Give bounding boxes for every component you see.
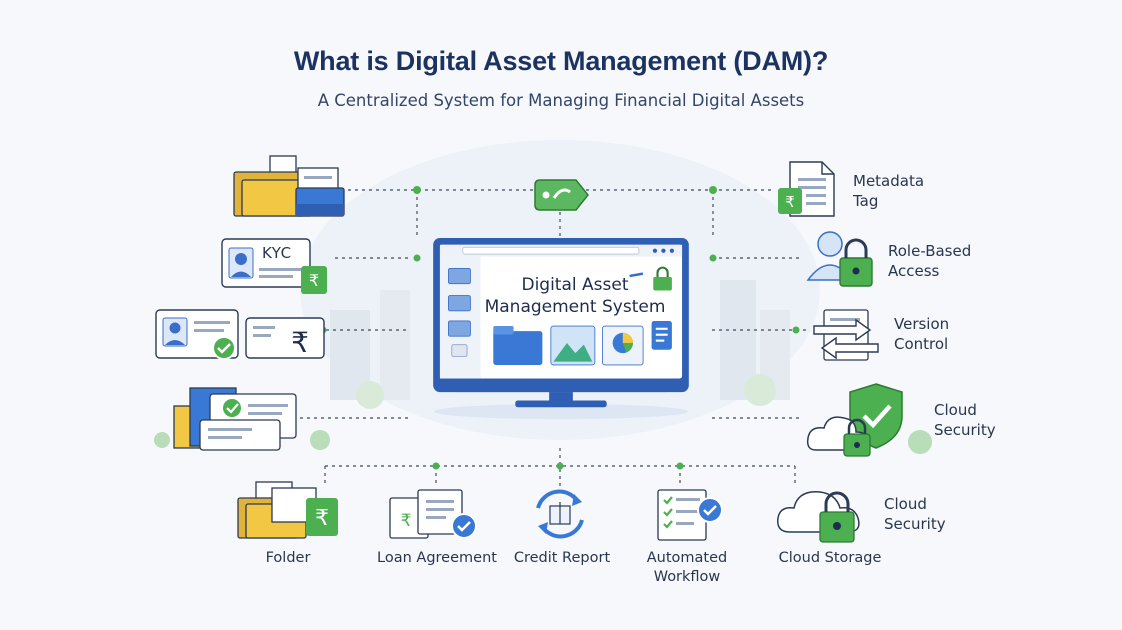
- user-lock-icon: [806, 231, 873, 287]
- rupee-folder-icon: ₹: [237, 481, 338, 539]
- tag-icon: [534, 179, 589, 211]
- svg-text:₹: ₹: [785, 193, 795, 211]
- checklist-icon: [657, 489, 723, 541]
- svg-text:₹: ₹: [291, 326, 309, 359]
- kyc-card-icon: ₹: [221, 238, 327, 294]
- kyc-label: KYC: [262, 244, 292, 262]
- folder-label: Folder: [265, 550, 311, 566]
- shield-cloud-lock-icon: [806, 383, 932, 457]
- cloud-lock-icon: [777, 491, 860, 543]
- page-subtitle: A Centralized System for Managing Financ…: [317, 91, 805, 110]
- credit-report-icon: [536, 489, 584, 539]
- folder-stack-icon: [233, 155, 345, 217]
- version-arrows-icon: [813, 309, 879, 361]
- svg-text:₹: ₹: [401, 511, 412, 531]
- svg-text:₹: ₹: [315, 506, 329, 531]
- credit-report-label: Credit Report: [513, 550, 611, 566]
- metadata-document-icon: ₹: [778, 161, 835, 217]
- documents-check-icon: [154, 387, 330, 451]
- page-title: What is Digital Asset Management (DAM)?: [293, 46, 829, 76]
- loan-agreement-label: Loan Agreement: [377, 550, 497, 566]
- dam-monitor: [433, 238, 689, 420]
- cloud-storage-label: Cloud Storage: [778, 550, 882, 566]
- svg-text:₹: ₹: [309, 271, 319, 290]
- screen-title: Digital Asset Management System: [484, 275, 666, 317]
- id-rupee-check-icon: ₹: [155, 309, 325, 360]
- loan-agreement-icon: ₹: [389, 489, 477, 539]
